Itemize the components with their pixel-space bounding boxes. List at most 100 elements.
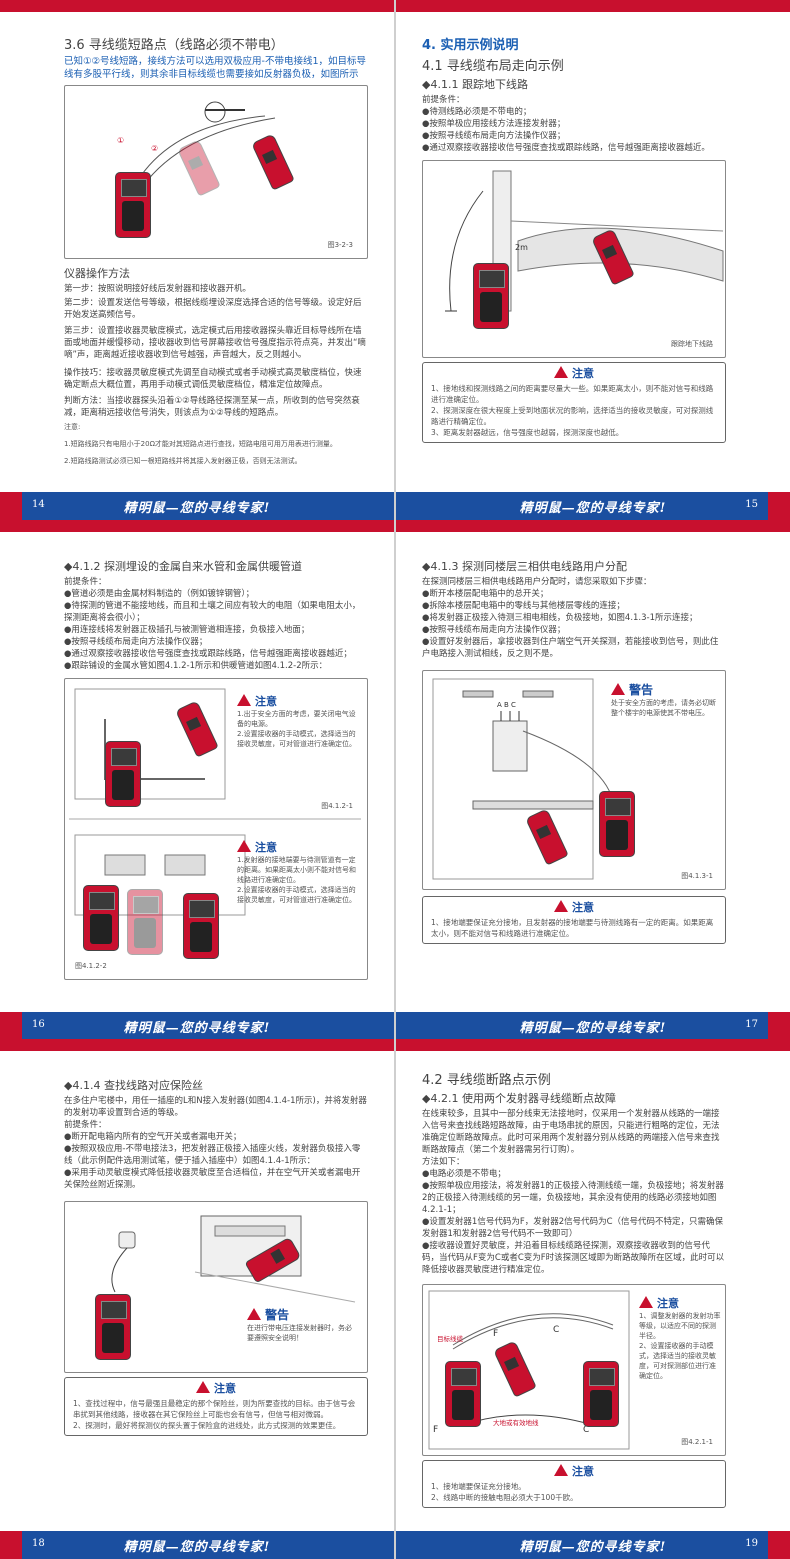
list-item: ●待探测的管道不能接地线，而且和土壤之间应有较大的电阻（如果电阻太小，探测距离将… — [64, 601, 361, 623]
page-number: 18 — [32, 1538, 45, 1549]
note-title: 注意 — [572, 901, 594, 914]
page-17: ◆4.1.3 探测同楼层三相供电线路用户分配 在探测同楼层三相供电线路用户分配时… — [396, 520, 790, 1040]
page-15: 4. 实用示例说明 4.1 寻线缆布局走向示例 ◆4.1.1 跟踪地下线路 前提… — [396, 0, 790, 520]
list-item: ●断开本楼层配电箱中的总开关； — [422, 589, 549, 599]
side-note: 注意 1、调整发射器的发射功率等级，以适应不同的探测半径。 2、设置接收器的手动… — [639, 1295, 721, 1381]
figure-underground: 2m 跟踪地下线路 — [422, 160, 726, 358]
subsection-title: ◆4.1.2 探测埋设的金属自来水管和金属供暖管道 — [64, 560, 302, 573]
warning-icon — [247, 1308, 261, 1320]
warning-icon — [237, 694, 251, 706]
note-item: 1、查找过程中，信号最强且最稳定的那个保险丝，则为所要查找的目标。由于信号会串扰… — [73, 1399, 356, 1419]
step-1: 第一步：按照说明接好线后发射器和接收器开机。 — [64, 284, 252, 294]
note-item: 3、距离发射器越远，信号强度也越弱，探测深度也越低。 — [431, 428, 624, 437]
transmitter-device — [95, 1294, 131, 1360]
figure-caption: 图4.2.1-1 — [681, 1438, 713, 1446]
code-c: C — [553, 1325, 560, 1335]
note-box: 注意 1、接地端要保证充分接地。 2、线路中断的接触电阻必须大于100千欧。 — [422, 1460, 726, 1508]
subsection-title: ◆4.1.1 跟踪地下线路 — [422, 78, 528, 91]
note-item: 2、探测深度在很大程度上受到地面状况的影响，选择适当的接收灵敏度，可对探测线路进… — [431, 406, 714, 426]
warning-text: 在进行带电压连接发射器时，务必要遵照安全说明！ — [247, 1324, 352, 1342]
list-item: ●管道必须是由金属材料制造的（例如镀锌钢管）； — [64, 589, 255, 599]
page-16: ◆4.1.2 探测埋设的金属自来水管和金属供暖管道 前提条件： ●管道必须是由金… — [0, 520, 394, 1040]
list-item: ●按照单极应用接线方法连接发射器； — [422, 119, 566, 129]
note-item: 2、线路中断的接触电阻必须大于100千欧。 — [431, 1493, 578, 1502]
page-number: 15 — [745, 499, 758, 510]
page-number: 16 — [32, 1019, 45, 1030]
list-item: ●将发射器正极接入待测三相电相线，负极接地，如图4.1.3-1所示连接； — [422, 613, 698, 623]
figure-caption: 跟踪地下线路 — [671, 340, 713, 348]
spread-3: ◆4.1.4 查找线路对应保险丝 在多住户宅楼中，用任一插座的L和N接入发射器(… — [0, 1039, 790, 1559]
note-1: 1.短路线路只有电阻小于20Ω才能对其短路点进行查找，短路电阻可用万用表进行测量… — [64, 440, 337, 448]
transmitter-2 — [583, 1361, 619, 1427]
list-item: ●按照寻线缆布局走向方法操作仪器； — [422, 131, 566, 141]
method-label: 方法如下： — [422, 1157, 465, 1167]
list-item: ●设置发射器1信号代码为F，发射器2信号代码为C（信号代码不特定，只需确保发射器… — [422, 1217, 724, 1239]
receiver-ghost — [127, 889, 163, 955]
figure-4-1-4-1: 警告 在进行带电压连接发射器时，务必要遵照安全说明！ — [64, 1201, 368, 1373]
section-title: 3.6 寻线缆短路点（线路必须不带电） — [64, 38, 284, 53]
figure-caption: 图4.1.2-2 — [75, 962, 107, 970]
note-item: 2.设置接收器的手动模式，选择适当的接收灵敏度，可对管道进行准确定位。 — [237, 886, 356, 904]
section-title: 4.2 寻线缆断路点示例 — [422, 1073, 551, 1088]
list-item: ●按照双极应用-不带电接法3，把发射器正极接入插座火线，发射器负极接入零线（此示… — [64, 1144, 361, 1166]
note-item: 1、接地线和探测线路之间的距离要尽量大一些。如果距离太小，则不能对信号和线路进行… — [431, 384, 714, 404]
intro-text: 已知①②号线短路，接线方法可以选用双极应用-不带电接线1，如目标导线有多股平行线… — [64, 56, 367, 80]
note-title: 注意 — [255, 841, 277, 854]
note-item: 1、调整发射器的发射功率等级，以适应不同的探测半径。 — [639, 1312, 721, 1340]
precondition-label: 前提条件： — [64, 1120, 107, 1130]
precondition-label: 前提条件： — [64, 577, 107, 587]
list-item: ●待测线路必须是不带电的； — [422, 107, 532, 117]
page-14: 3.6 寻线缆短路点（线路必须不带电） 已知①②号线短路，接线方法可以选用双极应… — [0, 0, 394, 520]
transmitter-device — [105, 741, 141, 807]
warning-icon — [554, 366, 568, 378]
note-item: 1.发射器的接地端要与待测管道有一定的距离。如果距离太小则不能对信号和线路进行准… — [237, 856, 356, 884]
figure-4-2-1-1: 目标线缆 大地或有效地线 F C F C 注意 1、调整发射器的发射功率等级，以… — [422, 1284, 726, 1456]
note-item: 1.出于安全方面的考虑，要关闭电气设备的电源。 — [237, 710, 356, 728]
footer-slogan: 精明鼠—您的寻线专家! — [123, 1021, 271, 1036]
list-item: ●用连接线将发射器正极插孔与被测管道相连接，负极接入地面； — [64, 625, 310, 635]
list-item: ●按照寻线缆布局走向方法操作仪器； — [64, 637, 208, 647]
intro-text: 在多住户宅楼中，用任一插座的L和N接入发射器(如图4.1.4-1所示)，并将发射… — [64, 1096, 367, 1118]
list-item: ●按照寻线缆布局走向方法操作仪器； — [422, 625, 566, 635]
figure-3-2-3: ① ② 图3-2-3 — [64, 85, 368, 259]
warning-icon — [554, 900, 568, 912]
section-title: 4.1 寻线缆布局走向示例 — [422, 59, 564, 74]
footer-slogan: 精明鼠—您的寻线专家! — [123, 501, 271, 516]
list-item: ●设置好发射器后，拿接收器到住户端空气开关探测，若能接收到信号，则此住户电路接入… — [422, 637, 719, 659]
footer-slogan: 精明鼠—您的寻线专家! — [519, 1021, 667, 1036]
figure-4-1-3-1: A B C 警告 处于安全方面的考虑，请务必切断整个楼宇的电源使其不带电压。 图… — [422, 670, 726, 890]
note-a: 注意 1.出于安全方面的考虑，要关闭电气设备的电源。 2.设置接收器的手动模式，… — [237, 693, 359, 749]
chapter-title: 4. 实用示例说明 — [422, 38, 519, 53]
list-item: ●按照单极应用接法，将发射器1的正极接入待测线缆一端，负极接地；将发射器2的正极… — [422, 1181, 724, 1215]
warning-icon — [639, 1296, 653, 1308]
list-item: ●通过观察接收器接收信号强度查找或跟踪线路，信号越强距离接收器越近。 — [422, 143, 710, 153]
ground-label: 大地或有效地线 — [493, 1419, 539, 1427]
page-18: ◆4.1.4 查找线路对应保险丝 在多住户宅楼中，用任一插座的L和N接入发射器(… — [0, 1039, 394, 1559]
pipes-illustration — [69, 688, 361, 916]
spread-1: 3.6 寻线缆短路点（线路必须不带电） 已知①②号线短路，接线方法可以选用双极应… — [0, 0, 790, 520]
list-item: ●拆除本楼层配电箱中的零线与其他楼层零线的连接； — [422, 601, 625, 611]
note-title: 注意 — [572, 1465, 594, 1478]
warning-box: 警告 处于安全方面的考虑，请务必切断整个楼宇的电源使其不带电压。 — [611, 681, 719, 718]
note-b: 注意 1.发射器的接地端要与待测管道有一定的距离。如果距离太小则不能对信号和线路… — [237, 839, 359, 905]
transmitter-device — [115, 172, 151, 238]
step-2: 第二步：设置发送信号等级，根据线缆埋设深度选择合适的信号等级。设定好后开始发送高… — [64, 298, 362, 320]
list-item: ●跟踪铺设的金属水管如图4.1.2-1所示和供暖管道如图4.1.2-2所示： — [64, 661, 328, 671]
phase-labels: A B C — [497, 701, 516, 709]
list-item: ●接收器设置好灵敏度，并沿着目标线缆路径探测，观察接收器收到的信号代码，当代码从… — [422, 1241, 725, 1275]
warning-icon — [611, 683, 625, 695]
underground-illustration — [445, 170, 724, 312]
subsection-title: ◆4.1.3 探测同楼层三相供电线路用户分配 — [422, 560, 627, 573]
three-phase-illustration — [432, 678, 614, 880]
subsection-title: ◆4.1.4 查找线路对应保险丝 — [64, 1079, 203, 1092]
footer-slogan: 精明鼠—您的寻线专家! — [519, 1540, 667, 1555]
subsection-title: 仪器操作方法 — [64, 267, 130, 280]
page-number: 19 — [745, 1538, 758, 1549]
note-title: 注意 — [255, 695, 277, 708]
note-item: 1、接地端要保证充分接地。 — [431, 1482, 526, 1491]
note-box: 注意 1、查找过程中，信号最强且最稳定的那个保险丝，则为所要查找的目标。由于信号… — [64, 1377, 368, 1436]
code-c-bottom: C — [583, 1425, 590, 1435]
transmitter-device — [83, 885, 119, 951]
note-title: 注意 — [657, 1297, 679, 1310]
list-item: ●通过观察接收器接收信号强度查找或跟踪线路，信号越强距离接收器越近； — [64, 649, 352, 659]
